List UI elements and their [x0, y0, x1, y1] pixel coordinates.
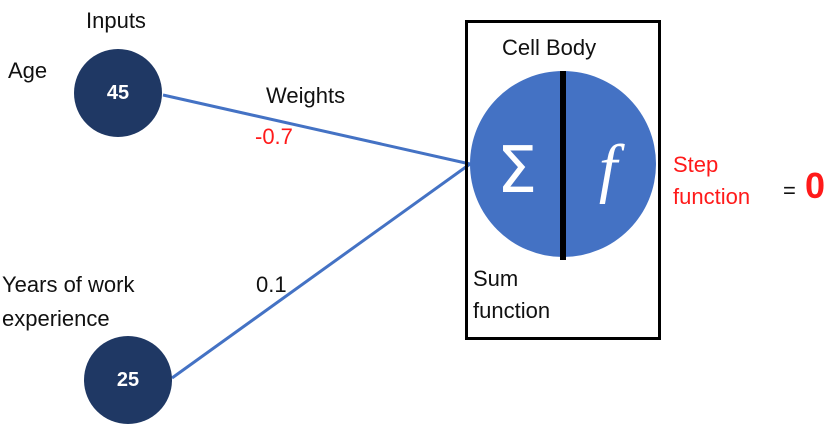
sum-symbol: Σ — [497, 134, 537, 208]
input-label-age: Age — [8, 58, 48, 83]
cell-body-title: Cell Body — [502, 35, 597, 60]
sum-function-label-line2: function — [473, 298, 551, 323]
weight-line-experience — [171, 162, 471, 380]
sum-function-label-line1: Sum — [473, 266, 519, 291]
step-function-label-line1: Step — [673, 152, 719, 177]
output-value: 0 — [805, 165, 826, 206]
inputs-header: Inputs — [86, 8, 146, 33]
input-node-experience: 25 — [84, 336, 172, 424]
input-value-age: 45 — [106, 81, 130, 104]
cell-body-box — [465, 20, 661, 340]
weights-header: Weights — [266, 83, 346, 108]
input-label-experience-line2: experience — [2, 306, 110, 331]
input-label-experience-line1: Years of work — [2, 272, 135, 297]
weight-value-experience: 0.1 — [256, 272, 287, 297]
step-function-label-line2: function — [673, 184, 751, 209]
input-value-experience: 25 — [116, 368, 140, 391]
input-node-age: 45 — [74, 49, 162, 137]
weight-value-age: -0.7 — [255, 124, 293, 149]
equals-sign: = — [783, 178, 796, 203]
weight-line-age — [162, 93, 471, 166]
